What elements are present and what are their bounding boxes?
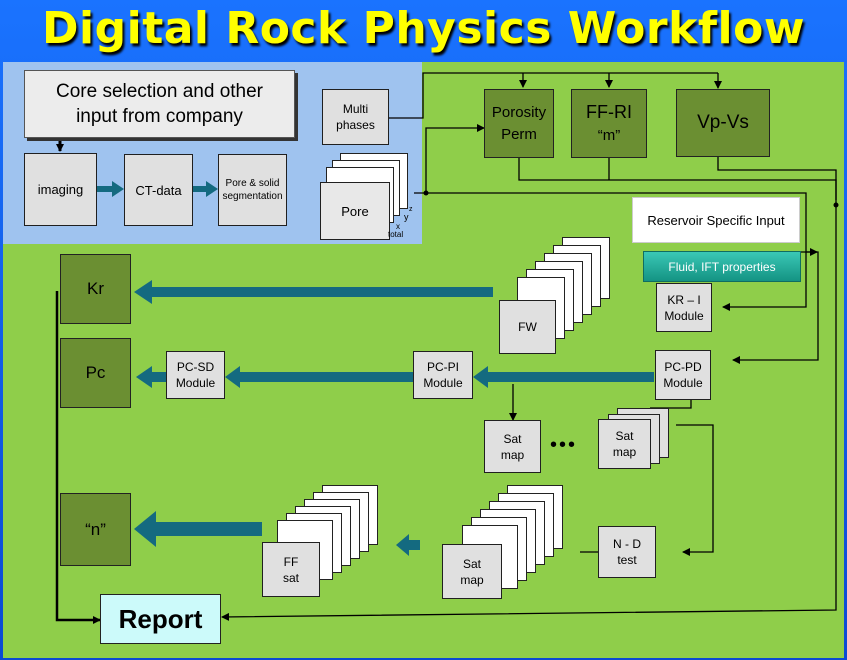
kr-i-module: KR – I Module [656,283,712,332]
fw-box: FW [499,300,556,354]
ellipsis: ••• [550,434,578,456]
pore-axis-y: y [404,212,409,222]
ff-sat-box: FF sat [262,542,320,597]
ffri-box: FF-RI“m” [571,89,647,158]
imaging-box: imaging [24,153,97,226]
sat-map-box: Sat map [484,420,541,473]
ctdata-box: CT-data [124,154,193,226]
pore-box: Pore [320,182,390,240]
reservoir-input-box: Reservoir Specific Input [632,197,800,243]
pc-sd-module: PC-SD Module [166,351,225,399]
kr-box: Kr [60,254,131,324]
pore-axis-z: z [409,206,413,213]
pore-axis-x: x [396,222,400,231]
pore-axis-total: total [388,230,404,239]
page-title: Digital Rock Physics Workflow [42,3,805,54]
multiphases-box: Multi phases [322,89,389,145]
sat-map-box-bottom: Sat map [442,544,502,599]
pc-box: Pc [60,338,131,408]
nd-test-box: N - D test [598,526,656,578]
segmentation-box: Pore & solid segmentation [218,154,287,226]
n-box: “n” [60,493,131,566]
pc-pd-module: PC-PD Module [655,350,711,400]
input-box: Core selection and other input from comp… [24,70,295,138]
pc-pi-module: PC-PI Module [413,351,473,399]
fluid-properties-bar: Fluid, IFT properties [643,251,801,282]
report-box: Report [100,594,221,644]
vpvs-box: Vp-Vs [676,89,770,157]
